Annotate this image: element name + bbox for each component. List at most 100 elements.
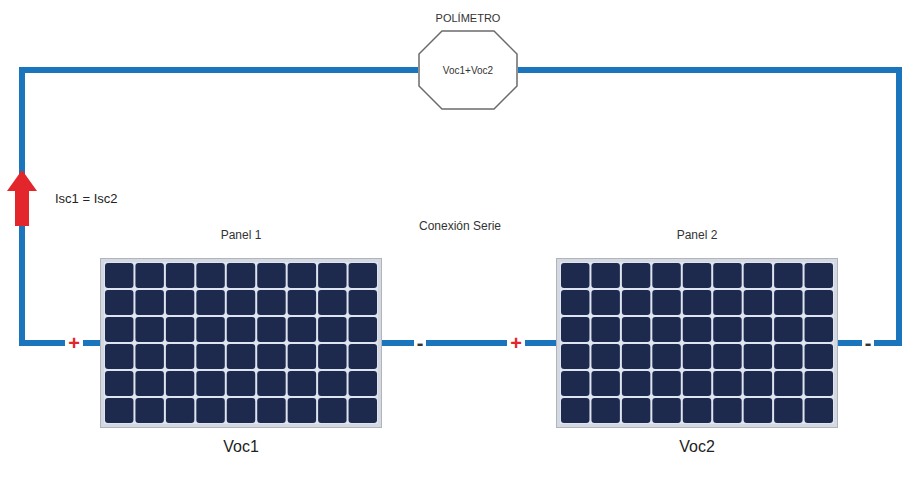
solar-cell (774, 371, 802, 396)
current-label: Isc1 = Isc2 (55, 192, 118, 205)
solar-cell (135, 371, 163, 396)
solar-cell (105, 398, 133, 423)
multimeter: POLÍMETROVoc1+Voc2 (418, 8, 518, 110)
solar-cell (683, 371, 711, 396)
solar-cell (683, 344, 711, 369)
meter-body: Voc1+Voc2 (418, 30, 518, 110)
terminal-sign: + (507, 332, 525, 354)
solar-cell (561, 290, 589, 315)
solar-cell (683, 263, 711, 288)
solar-cell (166, 317, 194, 342)
solar-cell (744, 263, 772, 288)
solar-cell (288, 398, 316, 423)
solar-cell (744, 290, 772, 315)
current-arrow-head (7, 170, 37, 191)
solar-cell (166, 398, 194, 423)
wire (382, 340, 556, 346)
panel-illustration (556, 258, 838, 428)
solar-cell (196, 371, 224, 396)
solar-cell (105, 317, 133, 342)
solar-cell (805, 317, 833, 342)
solar-cell (196, 344, 224, 369)
solar-cell (349, 263, 377, 288)
panel-heading: Panel 1 (221, 222, 262, 258)
solar-cell (652, 344, 680, 369)
solar-cell (591, 371, 619, 396)
solar-cell (135, 398, 163, 423)
solar-cell (318, 317, 346, 342)
solar-cell (135, 344, 163, 369)
solar-cell (318, 290, 346, 315)
solar-cell (288, 290, 316, 315)
solar-cell (744, 398, 772, 423)
solar-cell (561, 263, 589, 288)
solar-cell (561, 371, 589, 396)
panel-frame (101, 259, 382, 428)
solar-cell (805, 290, 833, 315)
solar-cell (561, 344, 589, 369)
solar-cell (744, 344, 772, 369)
solar-cell (713, 398, 741, 423)
solar-cell (652, 317, 680, 342)
solar-cell (227, 344, 255, 369)
solar-cell (227, 398, 255, 423)
current-arrow-body (15, 190, 29, 226)
solar-cell (652, 290, 680, 315)
solar-cell (318, 344, 346, 369)
solar-cell (652, 263, 680, 288)
solar-cell (774, 263, 802, 288)
panel-illustration (100, 258, 382, 428)
solar-cell (591, 263, 619, 288)
solar-cell (622, 317, 650, 342)
solar-cell (744, 371, 772, 396)
solar-cell (349, 371, 377, 396)
panel-voltage: Voc1 (223, 428, 259, 456)
solar-cell (318, 263, 346, 288)
solar-cell (713, 290, 741, 315)
solar-cell (318, 371, 346, 396)
wire (22, 70, 418, 343)
solar-cell (349, 398, 377, 423)
solar-cell (166, 290, 194, 315)
solar-cell (105, 290, 133, 315)
solar-cell (713, 317, 741, 342)
solar-cell (591, 290, 619, 315)
solar-cell (318, 398, 346, 423)
solar-cell (288, 317, 316, 342)
solar-cell (622, 371, 650, 396)
solar-cell (683, 317, 711, 342)
wire (518, 70, 899, 343)
panel-body (556, 258, 838, 428)
solar-cell (805, 398, 833, 423)
solar-cell (196, 317, 224, 342)
solar-cell (135, 317, 163, 342)
solar-cell (805, 371, 833, 396)
solar-cell (288, 371, 316, 396)
solar-cell (257, 263, 285, 288)
panel-backsheet (560, 262, 834, 424)
solar-cell (622, 290, 650, 315)
solar-cell (257, 344, 285, 369)
solar-cell (196, 290, 224, 315)
solar-cell (135, 263, 163, 288)
panel-body (100, 258, 382, 428)
solar-cell (805, 263, 833, 288)
solar-cell (227, 317, 255, 342)
connection-label: Conexión Serie (419, 220, 501, 232)
solar-cell (652, 398, 680, 423)
octagon (419, 31, 517, 109)
solar-cell (713, 371, 741, 396)
solar-cell (591, 317, 619, 342)
solar-cell (774, 290, 802, 315)
meter-heading: POLÍMETRO (436, 8, 501, 30)
solar-cell (105, 263, 133, 288)
solar-cell (683, 290, 711, 315)
solar-cell (591, 344, 619, 369)
solar-cell (349, 290, 377, 315)
solar-cell (227, 371, 255, 396)
solar-cell (166, 344, 194, 369)
solar-cell (591, 398, 619, 423)
solar-cell (713, 344, 741, 369)
solar-cell (774, 317, 802, 342)
terminal-sign: - (414, 332, 427, 354)
